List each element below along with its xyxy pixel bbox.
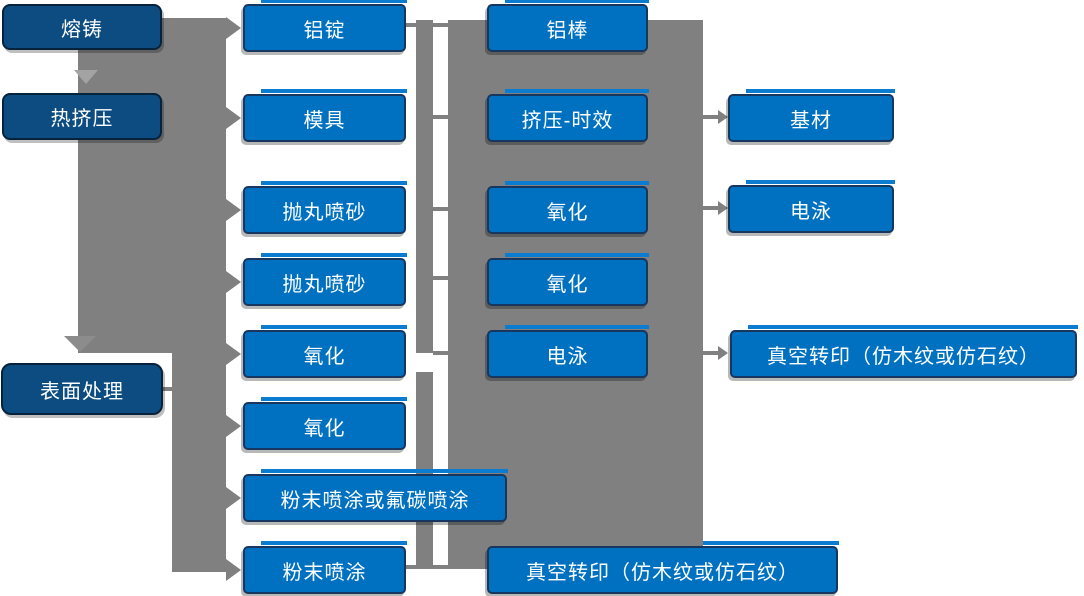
arrowhead-into-col2-row1	[226, 17, 241, 39]
node-label-paowan2: 抛丸喷砂	[282, 273, 367, 296]
chevron-down-rongzhu-to-rejiya	[74, 70, 98, 84]
node-label-rejiya: 热挤压	[50, 108, 114, 130]
node-yanghua3b: 氧化	[487, 253, 649, 306]
node-label-dianyong4: 电泳	[790, 200, 832, 223]
node-paowan2: 抛丸喷砂	[243, 253, 407, 306]
node-rongzhu: 熔铸	[2, 4, 162, 50]
node-luding: 铝锭	[243, 0, 407, 52]
node-label-biaomian: 表面处理	[40, 380, 124, 403]
node-paowan1: 抛丸喷砂	[243, 181, 407, 234]
arrowhead-into-col2-row7	[226, 487, 241, 509]
connector-stub-row4-bar-to-block	[433, 276, 449, 280]
node-label-muju: 模具	[303, 109, 346, 132]
arrowhead-into-col4-row2	[718, 201, 728, 215]
node-label-lvbang: 铝棒	[546, 19, 589, 42]
node-label-jiyashixiao: 挤压-时效	[521, 109, 614, 132]
arrow-line-into-col4-row3	[703, 351, 718, 355]
node-biaomian: 表面处理	[1, 363, 163, 415]
node-label-zhenkong3: 真空转印（仿木纹或仿石纹）	[526, 561, 799, 584]
arrow-line-into-col4-row2	[703, 206, 718, 210]
connector-stub-fenmo-to-block	[406, 565, 449, 569]
arrowhead-into-col2-row6	[226, 415, 241, 437]
arrowhead-into-col2-row3	[226, 199, 241, 221]
connector-trunk-band-lower	[172, 353, 226, 572]
chevron-down-trunk-to-biaomian	[64, 336, 96, 352]
node-yanghua2b: 氧化	[243, 397, 407, 450]
node-yanghua2a: 氧化	[243, 325, 407, 378]
node-label-fenmofutan: 粉末喷涂或氟碳喷涂	[280, 489, 470, 512]
connector-stub-biaomian-to-band	[161, 387, 173, 391]
node-fenmofutan: 粉末喷涂或氟碳喷涂	[243, 469, 508, 522]
node-fenmo: 粉末喷涂	[243, 541, 407, 594]
connector-stub-row2-bar-to-block	[433, 115, 449, 119]
arrowhead-into-col4-row3	[718, 346, 728, 360]
connector-stub-luding-to-block	[406, 23, 449, 27]
node-dianyong3: 电泳	[487, 325, 649, 378]
node-label-yanghua2b: 氧化	[303, 417, 346, 440]
arrowhead-into-col2-row4	[226, 271, 241, 293]
arrow-line-into-col4-row1	[703, 115, 718, 119]
node-zhenkong4: 真空转印（仿木纹或仿石纹）	[730, 325, 1078, 378]
node-label-yanghua3b: 氧化	[546, 273, 589, 296]
connector-collector-bar-upper	[416, 20, 433, 353]
node-label-yanghua3a: 氧化	[546, 201, 589, 224]
node-rejiya: 热挤压	[2, 93, 162, 140]
node-jiyashixiao: 挤压-时效	[487, 89, 649, 142]
node-yanghua3a: 氧化	[487, 181, 649, 234]
node-label-zhenkong4: 真空转印（仿木纹或仿石纹）	[767, 345, 1040, 368]
node-zhenkong3: 真空转印（仿木纹或仿石纹）	[487, 541, 839, 594]
node-label-paowan1: 抛丸喷砂	[282, 201, 367, 224]
node-dianyong4: 电泳	[728, 180, 895, 233]
connector-stub-row3-bar-to-block	[433, 207, 449, 211]
node-jicai: 基材	[728, 89, 895, 142]
node-label-rongzhu: 熔铸	[61, 18, 103, 41]
node-label-dianyong3: 电泳	[546, 345, 589, 368]
node-label-fenmo: 粉末喷涂	[282, 561, 367, 584]
arrowhead-into-col2-row2	[226, 107, 241, 129]
node-label-luding: 铝锭	[303, 19, 346, 42]
node-lvbang: 铝棒	[487, 0, 649, 52]
arrowhead-into-col4-row1	[718, 110, 728, 124]
arrowhead-into-col2-row8	[226, 559, 241, 581]
node-muju: 模具	[243, 89, 407, 142]
connector-stub-row5-bar-to-block	[433, 351, 449, 355]
connector-trunk-band-main	[78, 18, 226, 353]
node-label-jicai: 基材	[790, 109, 832, 132]
node-label-yanghua2a: 氧化	[303, 345, 346, 368]
arrowhead-into-col2-row5	[226, 343, 241, 365]
